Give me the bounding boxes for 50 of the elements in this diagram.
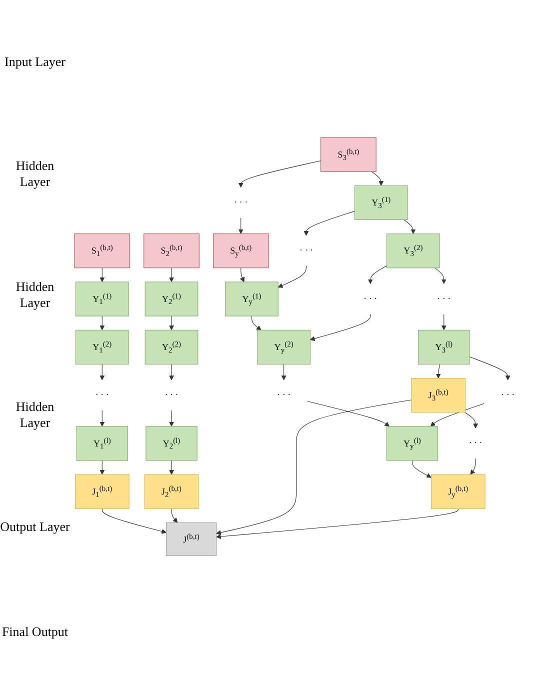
arrow [436, 364, 441, 379]
arrow [100, 460, 105, 476]
arrow [169, 410, 174, 428]
arrow [281, 364, 286, 381]
node-text: · · · [299, 246, 313, 256]
node-text: · · · [364, 294, 378, 304]
layer-label: Input Layer [3, 54, 66, 70]
layer-label: Hidden Layer [14, 278, 56, 311]
node-text: · · · [468, 438, 482, 448]
arrow [238, 218, 244, 234]
arrow [102, 508, 166, 534]
arrow [216, 508, 458, 540]
arrow [100, 364, 105, 381]
arrow [412, 460, 432, 478]
arrow [251, 316, 262, 331]
arrow [100, 268, 105, 283]
arrow [169, 460, 174, 476]
arrow [441, 314, 446, 331]
arrow [169, 268, 174, 283]
arrow [169, 316, 174, 331]
arrow [469, 356, 510, 381]
layer-label: Hidden Layer [14, 158, 56, 190]
node-text: · · · [501, 390, 515, 400]
node-box: J$^{(b,t)}$ [166, 522, 217, 556]
arrow [304, 211, 355, 236]
node-text: · · · [437, 294, 451, 304]
arrow [434, 268, 446, 284]
node-text: · · · [234, 198, 248, 208]
arrow [240, 268, 244, 283]
arrow [307, 401, 390, 428]
layer-label: Output Layer [0, 519, 70, 536]
arrow [169, 364, 174, 381]
node-text: · · · [164, 390, 178, 400]
arrow [368, 266, 388, 284]
node-text: · · · [95, 390, 109, 400]
arrow [310, 314, 371, 342]
arrow [278, 266, 307, 288]
arrow [464, 412, 478, 429]
arrow [404, 220, 416, 234]
layer-label: Final Output [0, 624, 70, 640]
arrow [100, 316, 105, 331]
arrow [470, 458, 476, 476]
layer-label: Hidden Layer [14, 399, 56, 432]
arrow [100, 410, 105, 428]
arrow [238, 160, 322, 188]
arrow [171, 508, 178, 524]
node-text: · · · [277, 390, 291, 400]
arrow [216, 400, 412, 536]
arrow [430, 404, 484, 428]
arrow [371, 172, 384, 186]
